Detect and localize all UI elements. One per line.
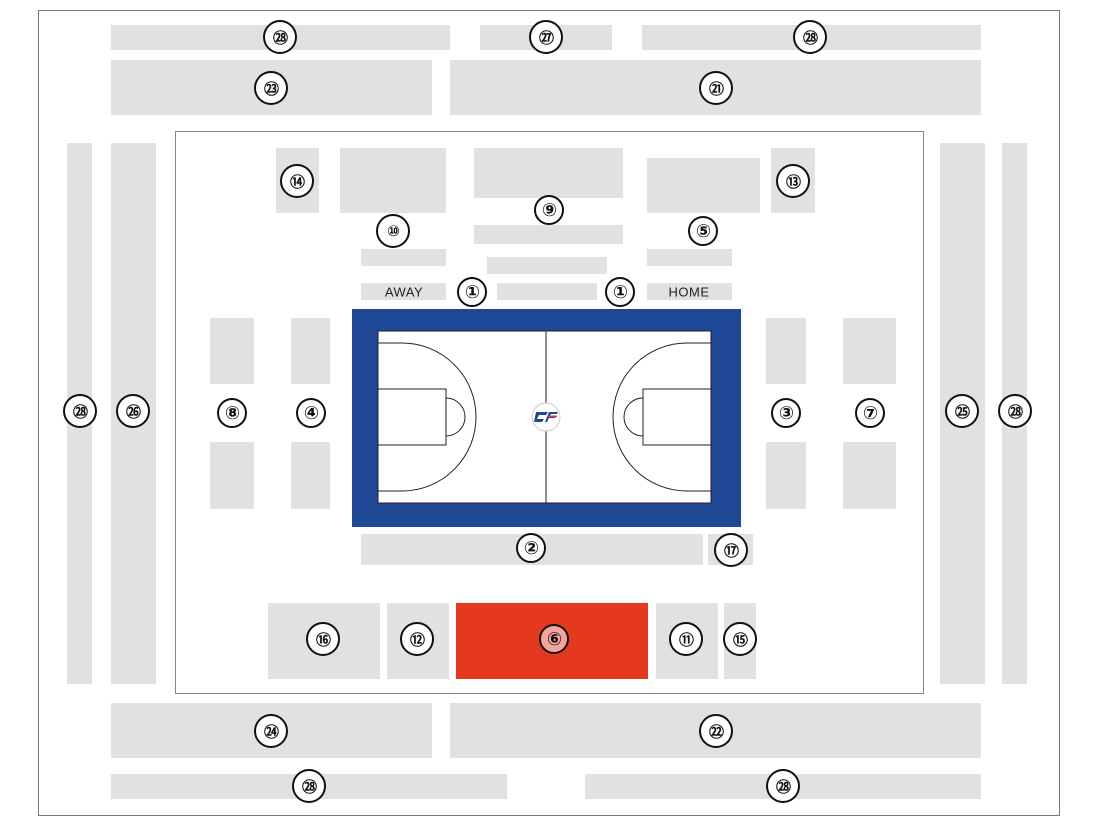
section-26-number[interactable]: ㉖ [116, 394, 150, 428]
section-3-lower-block[interactable] [766, 442, 806, 509]
section-1-away-block[interactable] [361, 283, 446, 300]
section-23-number[interactable]: ㉓ [254, 71, 288, 105]
section-28-right-number[interactable]: ㉘ [998, 394, 1032, 428]
section-4-upper-block[interactable] [291, 318, 330, 384]
section-4-number[interactable]: ④ [296, 398, 326, 428]
venue-outer-border [38, 10, 1060, 816]
section-9-upper-block[interactable] [474, 148, 623, 198]
section-9-number[interactable]: ⑨ [534, 195, 564, 225]
section-7-number[interactable]: ⑦ [855, 398, 885, 428]
section-4-lower-block[interactable] [291, 442, 330, 509]
section-2-number[interactable]: ② [516, 533, 546, 563]
section-5-number[interactable]: ⑤ [688, 216, 718, 246]
court-center-logo [531, 402, 561, 432]
section-22-number[interactable]: ㉒ [699, 714, 733, 748]
section-24-number[interactable]: ㉔ [254, 714, 288, 748]
section-1-center-block[interactable] [497, 283, 597, 300]
section-25-number[interactable]: ㉕ [945, 394, 979, 428]
section-1-home-block[interactable] [647, 283, 732, 300]
section-1-home-number[interactable]: ① [605, 277, 635, 307]
section-6-number-selected[interactable]: ⑥ [539, 624, 569, 654]
section-3-number[interactable]: ③ [771, 398, 801, 428]
section-11-number[interactable]: ⑪ [669, 622, 703, 656]
arena-floor-border [175, 131, 924, 694]
section-10-number[interactable]: ⑩ [376, 214, 410, 248]
section-13-number[interactable]: ⑬ [776, 164, 810, 198]
right-free-throw-circle [623, 397, 644, 437]
section-8-lower-block[interactable] [210, 442, 254, 509]
section-28-left-number[interactable]: ㉘ [63, 394, 97, 428]
left-key [377, 388, 447, 446]
basketball-court [352, 309, 741, 527]
section-9-bench-block[interactable] [487, 257, 607, 274]
home-label: HOME [668, 284, 710, 300]
right-key [642, 388, 712, 446]
section-12-number[interactable]: ⑫ [400, 622, 434, 656]
section-17-number[interactable]: ⑰ [714, 533, 748, 567]
section-28-bottom-right-number[interactable]: ㉘ [766, 769, 800, 803]
section-9-lower-block[interactable] [474, 225, 623, 244]
section-21-number[interactable]: ㉑ [699, 71, 733, 105]
section-1-away-number[interactable]: ① [457, 277, 487, 307]
away-label: AWAY [384, 284, 424, 300]
section-14-number[interactable]: ⑭ [280, 164, 314, 198]
section-7-upper-block[interactable] [843, 318, 896, 384]
section-16-number[interactable]: ⑯ [306, 622, 340, 656]
section-28-top-right-number[interactable]: ㉘ [793, 20, 827, 54]
left-three-point-arc [378, 342, 477, 492]
section-28-bottom-left-number[interactable]: ㉘ [292, 769, 326, 803]
section-3-upper-block[interactable] [766, 318, 806, 384]
section-7-lower-block[interactable] [843, 442, 896, 509]
right-three-point-arc [612, 342, 711, 492]
section-5-lower-block[interactable] [647, 249, 732, 266]
section-28-top-left-number[interactable]: ㉘ [263, 20, 297, 54]
section-27-number[interactable]: ㉗ [529, 20, 563, 54]
section-10-upper-block[interactable] [340, 148, 446, 213]
section-5-upper-block[interactable] [647, 158, 760, 213]
section-10-lower-block[interactable] [361, 249, 446, 266]
section-8-number[interactable]: ⑧ [217, 398, 247, 428]
left-free-throw-circle [445, 397, 466, 437]
section-15-number[interactable]: ⑮ [723, 622, 757, 656]
section-8-upper-block[interactable] [210, 318, 254, 384]
